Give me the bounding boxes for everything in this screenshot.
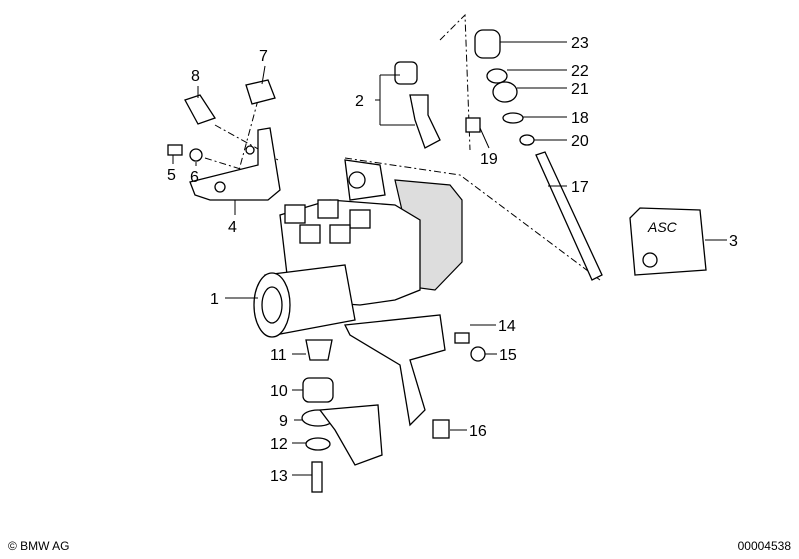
washer-12 [305, 437, 331, 451]
label-2: 2 [355, 93, 364, 110]
plug-2 [394, 61, 418, 85]
bolt-2 [409, 94, 441, 149]
label-20: 20 [571, 133, 589, 150]
clip-8 [184, 94, 216, 125]
bracket-14 [343, 314, 446, 427]
leader-lines [172, 41, 727, 476]
label-14: 14 [498, 318, 516, 335]
label-22: 22 [571, 63, 589, 80]
part-18 [502, 112, 524, 124]
label-8: 8 [191, 68, 200, 85]
sleeve-11 [305, 339, 333, 361]
hydraulic-unit [253, 159, 463, 338]
bracket-4 [189, 127, 281, 201]
label-7: 7 [259, 48, 268, 65]
rubber-mount-10 [302, 377, 334, 403]
label-12: 12 [270, 436, 288, 453]
part-20 [519, 134, 535, 146]
bolt-19 [465, 117, 481, 133]
diagram-number: 00004538 [737, 539, 791, 553]
label-15: 15 [499, 347, 517, 364]
label-17: 17 [571, 179, 589, 196]
label-13: 13 [270, 468, 288, 485]
label-23: 23 [571, 35, 589, 52]
label-9: 9 [279, 413, 288, 430]
bolt-13 [311, 461, 323, 493]
assembly-line [344, 157, 601, 281]
part-22 [486, 68, 508, 84]
pipe-17 [535, 151, 603, 281]
copyright: © BMW AG [8, 539, 70, 553]
label-3: 3 [729, 233, 738, 250]
washer-6 [189, 148, 203, 162]
nut-15 [470, 346, 486, 362]
assembly-line [439, 13, 471, 151]
bolt-5 [167, 144, 183, 156]
asc-cover: ASC [629, 207, 707, 276]
label-4: 4 [228, 219, 237, 236]
label-6: 6 [190, 169, 199, 186]
label-19: 19 [480, 151, 498, 168]
label-21: 21 [571, 81, 589, 98]
label-1: 1 [210, 291, 219, 308]
label-16: 16 [469, 423, 487, 440]
label-18: 18 [571, 110, 589, 127]
bolt-16 [432, 419, 450, 439]
cover-text: ASC [647, 219, 678, 235]
bolt-14 [454, 332, 470, 344]
part-21 [492, 81, 518, 103]
bracket-9 [318, 404, 383, 466]
label-11: 11 [270, 347, 287, 364]
clip-7 [245, 79, 276, 105]
label-10: 10 [270, 383, 288, 400]
label-5: 5 [167, 167, 176, 184]
part-23 [474, 29, 501, 59]
